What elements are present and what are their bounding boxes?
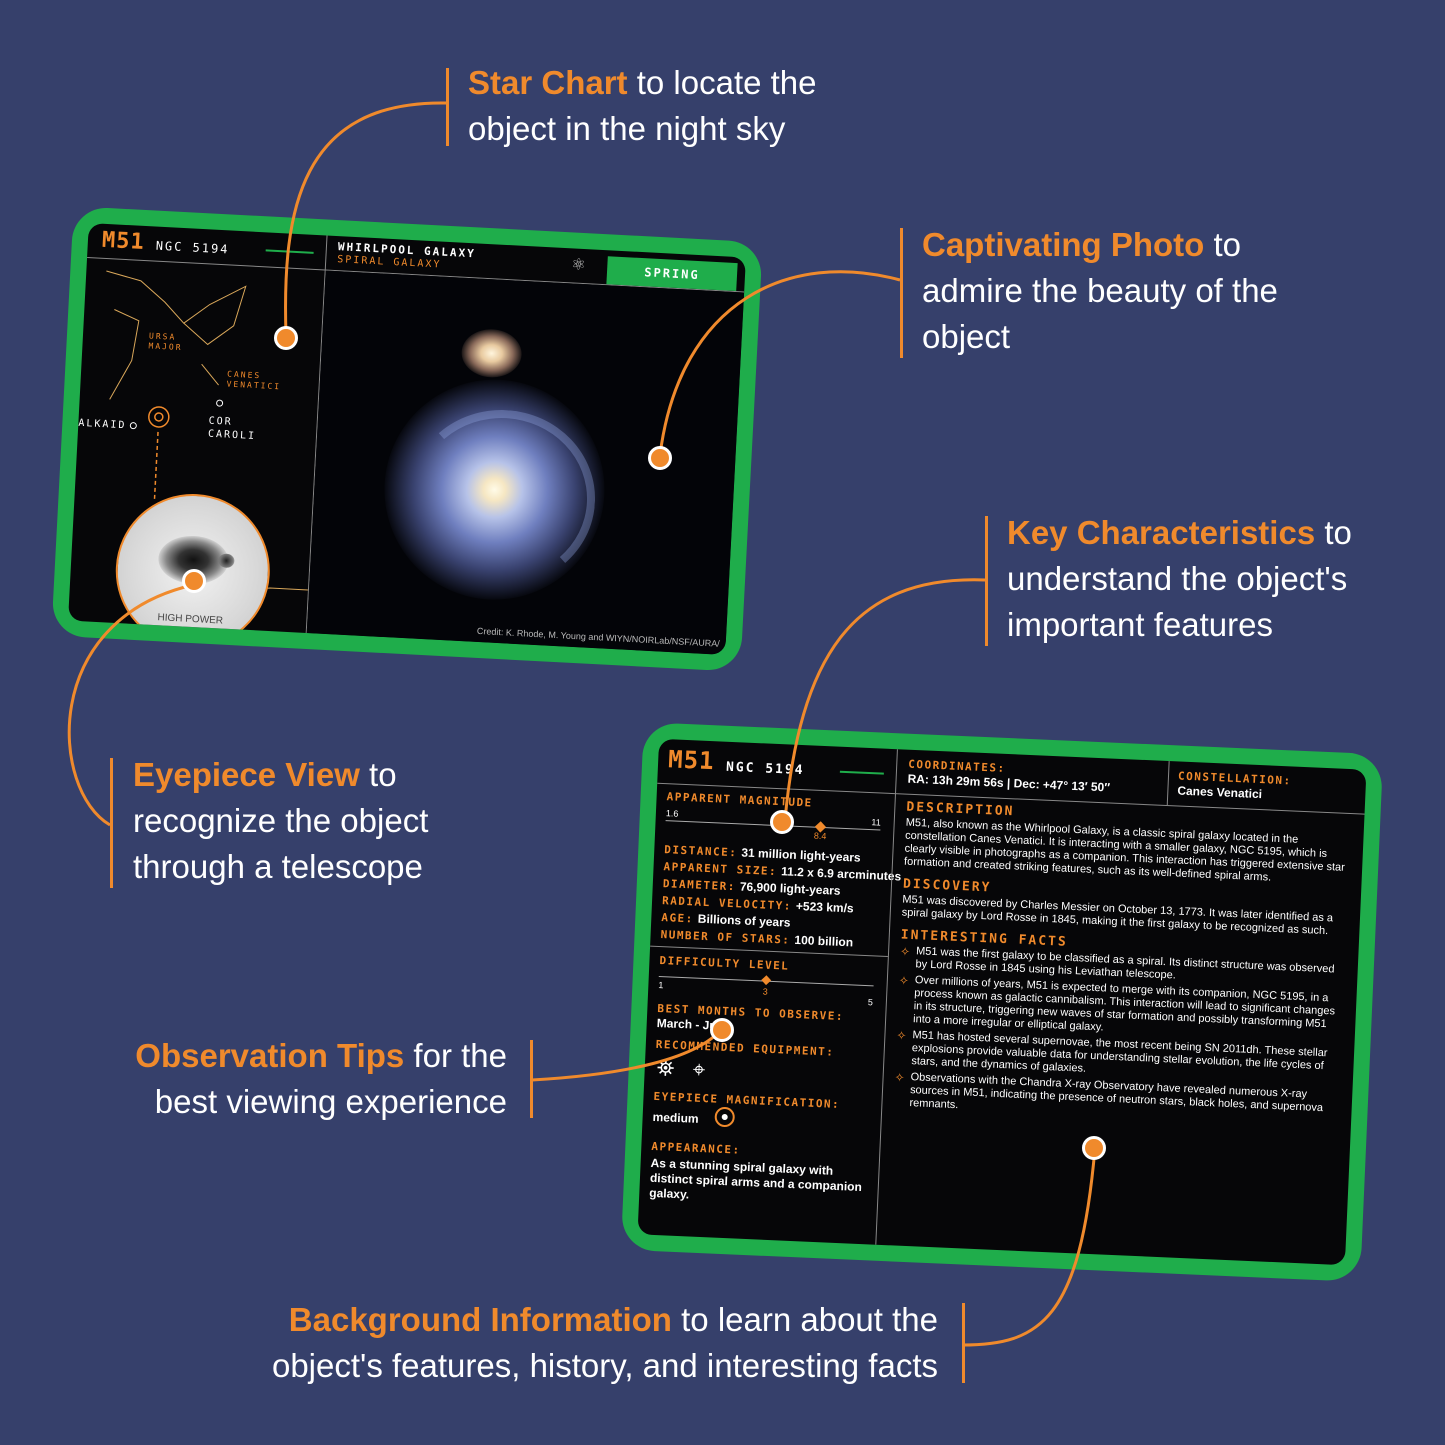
callout-star-chart: Star Chart to locate the object in the n… (468, 60, 817, 152)
marker-eyepiece (182, 569, 206, 593)
callout-title: Key Characteristics (1007, 514, 1316, 551)
telescope-icon: ⛯ (656, 1055, 675, 1081)
constellation-value: Canes Venatici (1177, 783, 1263, 802)
callout-photo: Captivating Photo to admire the beauty o… (922, 222, 1278, 360)
callout-title: Background Information (288, 1301, 672, 1338)
arrow-indicator (265, 249, 314, 254)
callout-key-characteristics: Key Characteristics to understand the ob… (1007, 510, 1352, 648)
back-right-column: DESCRIPTION M51, also known as the Whirl… (887, 800, 1352, 1265)
header-divider-2 (1166, 761, 1170, 806)
callout-text: admire the beauty of the (922, 272, 1278, 309)
marker-background (1082, 1136, 1106, 1160)
stat-label: NUMBER OF STARS: (660, 928, 791, 947)
dobsonian-icon: ⌖ (692, 1056, 706, 1083)
callout-eyepiece-view: Eyepiece View to recognize the object th… (133, 752, 428, 890)
callout-text: to (1204, 226, 1242, 263)
callout-text: for the (404, 1037, 507, 1074)
magnification-value: medium (652, 1109, 699, 1126)
photo-credit: Credit: K. Rhode, M. Young and WIYN/NOIR… (476, 625, 720, 649)
callout-text: object's features, history, and interest… (271, 1347, 938, 1384)
label-high-power: HIGH POWER (157, 612, 224, 627)
key-bar (985, 516, 988, 646)
header-divider (895, 749, 898, 794)
eyepiece-icon-dot (721, 1113, 728, 1121)
coordinates-value: RA: 13h 29m 56s | Dec: +47° 13′ 50″ (907, 771, 1111, 795)
front-card: M51 NGC 5194 WHIRLPOOL GALAXY SPIRAL GAL… (51, 206, 763, 672)
callout-observation-tips: Observation Tips for the best viewing ex… (60, 1033, 507, 1125)
arrow-indicator (839, 770, 884, 775)
difficulty-scale: 1 5 3 (658, 970, 874, 1007)
marker-photo (648, 446, 672, 470)
stat-label: AGE: (661, 911, 695, 926)
star-chart-bar (446, 68, 449, 146)
eyepiece-icon (714, 1106, 736, 1128)
stat-value: 100 billion (794, 932, 854, 950)
difficulty-max: 5 (867, 997, 874, 1008)
sparkle-icon: ✧ (898, 973, 910, 988)
object-id: M51 (667, 745, 716, 776)
difficulty-marker (760, 975, 771, 986)
callout-text: best viewing experience (154, 1083, 507, 1120)
difficulty-min: 1 (658, 980, 664, 991)
background-bar (962, 1303, 965, 1383)
callout-title: Eyepiece View (133, 756, 360, 793)
object-id: M51 (101, 227, 146, 255)
eyepiece-bar (110, 758, 113, 888)
callout-text: object in the night sky (468, 110, 786, 147)
photo-bar (900, 228, 903, 358)
stat-value: +523 km/s (795, 898, 854, 916)
season-label: SPRING (644, 265, 701, 283)
sparkle-icon: ✧ (899, 944, 911, 959)
callout-title: Star Chart (468, 64, 628, 101)
difficulty-value: 3 (762, 986, 768, 997)
back-card-face: M51 NGC 5194 COORDINATES: RA: 13h 29m 56… (637, 738, 1367, 1266)
callout-title: Observation Tips (135, 1037, 405, 1074)
callout-text: important features (1007, 606, 1273, 643)
callout-text: to (1315, 514, 1352, 551)
magnification-label: EYEPIECE MAGNIFICATION: (653, 1089, 841, 1112)
tips-bar (530, 1040, 533, 1118)
label-caroli: CAROLI (207, 428, 257, 443)
callout-text: understand the object's (1007, 560, 1348, 597)
callout-background-information: Background Information to learn about th… (150, 1297, 938, 1389)
header-divider (324, 235, 328, 270)
back-card: M51 NGC 5194 COORDINATES: RA: 13h 29m 56… (620, 722, 1384, 1282)
callout-text: object (922, 318, 1011, 355)
companion-galaxy (460, 327, 523, 379)
callout-text: to locate the (627, 64, 817, 101)
marker-star-chart (274, 326, 298, 350)
magnitude-min: 1.6 (665, 808, 679, 819)
callout-text: to (359, 756, 397, 793)
callout-text: through a telescope (133, 848, 423, 885)
front-card-face: M51 NGC 5194 WHIRLPOOL GALAXY SPIRAL GAL… (68, 223, 746, 655)
label-major: MAJOR (148, 341, 183, 353)
eyepiece-companion (218, 553, 235, 569)
apparent-magnitude-label: APPARENT MAGNITUDE (666, 790, 813, 810)
appearance-value: As a stunning spiral galaxy with distinc… (649, 1155, 863, 1202)
callout-text: to learn about the (671, 1301, 938, 1338)
galaxy-photo: Credit: K. Rhode, M. Young and WIYN/NOIR… (306, 270, 745, 655)
ngc-number: NGC 5194 (725, 759, 805, 779)
appearance-label: APPEARANCE: (651, 1139, 741, 1157)
magnitude-max: 11 (871, 817, 881, 828)
magnitude-value: 8.4 (813, 830, 827, 842)
sparkle-icon: ✧ (894, 1070, 905, 1085)
ngc-number: NGC 5194 (155, 238, 230, 257)
callout-text: recognize the object (133, 802, 429, 839)
back-left-column: APPARENT MAGNITUDE 1.6 11 8.4 DISTANCE:3… (638, 784, 901, 1245)
facts-list: ✧M51 was the first galaxy to be classifi… (893, 945, 1346, 1129)
marker-key-characteristics (770, 810, 794, 834)
atom-icon: ⚛ (570, 256, 587, 275)
callout-title: Captivating Photo (922, 226, 1205, 263)
sparkle-icon: ✧ (896, 1028, 907, 1043)
equipment-label: RECOMMENDED EQUIPMENT: (655, 1037, 835, 1059)
marker-observation-tips (710, 1018, 734, 1042)
